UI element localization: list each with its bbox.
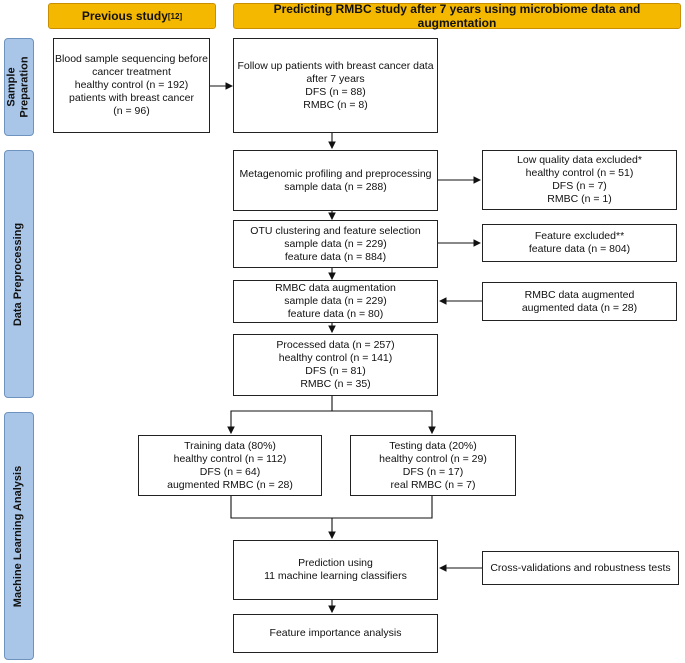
follow-up-line1: Follow up patients with breast cancer da… xyxy=(237,59,434,72)
testing-line1: Testing data (20%) xyxy=(389,439,477,452)
box-augmented: RMBC data augmented augmented data (n = … xyxy=(482,282,677,321)
header-current-study: Predicting RMBC study after 7 years usin… xyxy=(233,2,681,30)
box-feature-excluded: Feature excluded** feature data (n = 804… xyxy=(482,224,677,262)
augmented-line1: RMBC data augmented xyxy=(524,288,635,301)
follow-up-line3: DFS (n = 88) xyxy=(305,85,366,98)
processed-line2: healthy control (n = 141) xyxy=(278,352,393,364)
feature-importance-line1: Feature importance analysis xyxy=(269,627,402,639)
blood-sample-line5: (n = 96) xyxy=(113,105,150,117)
metagenomic-line1: Metagenomic profiling and preprocessing xyxy=(239,167,432,180)
stage-sample-preparation: Sample Preparation xyxy=(4,38,34,136)
blood-sample-line4: patients with breast cancer xyxy=(69,92,194,104)
box-follow-up: Follow up patients with breast cancer da… xyxy=(233,38,438,133)
prediction-line2: 11 machine learning classifiers xyxy=(264,570,407,582)
testing-line3: DFS (n = 17) xyxy=(402,465,464,478)
box-feature-importance: Feature importance analysis xyxy=(233,614,438,653)
box-cross-validation: Cross-validations and robustness tests xyxy=(482,551,679,585)
box-prediction: Prediction using 11 machine learning cla… xyxy=(233,540,438,600)
metagenomic-line2: sample data (n = 288) xyxy=(284,180,387,193)
header-previous-study-label: Previous study xyxy=(81,9,168,23)
connector-merge xyxy=(230,496,433,519)
feature-excluded-line2: feature data (n = 804) xyxy=(528,243,631,255)
training-line3: DFS (n = 64) xyxy=(199,465,261,478)
low-quality-line1: Low quality data excluded* xyxy=(517,154,642,166)
augmentation-line3: feature data (n = 80) xyxy=(287,308,384,320)
processed-line3: DFS (n = 81) xyxy=(305,365,366,377)
testing-line4: real RMBC (n = 7) xyxy=(390,478,476,491)
training-line4: augmented RMBC (n = 28) xyxy=(167,478,293,491)
prediction-line1: Prediction using xyxy=(298,557,373,569)
augmented-line2: augmented data (n = 28) xyxy=(521,301,638,314)
otu-line1: OTU clustering and feature selection xyxy=(250,224,421,237)
header-previous-study-ref: [12] xyxy=(167,11,183,21)
otu-line2: sample data (n = 229) xyxy=(284,237,387,250)
low-quality-line3: DFS (n = 7) xyxy=(552,180,607,192)
augmentation-line2: sample data (n = 229) xyxy=(284,295,387,307)
training-line1: Training data (80%) xyxy=(184,439,276,452)
follow-up-line2: after 7 years xyxy=(306,72,365,85)
stage-machine-learning: Machine Learning Analysis xyxy=(4,412,34,660)
header-previous-study: Previous study[12] xyxy=(48,3,216,29)
header-current-study-label: Predicting RMBC study after 7 years usin… xyxy=(273,2,641,30)
box-testing: Testing data (20%) healthy control (n = … xyxy=(350,435,516,496)
augmentation-line1: RMBC data augmentation xyxy=(275,282,396,294)
training-line2: healthy control (n = 112) xyxy=(173,452,287,465)
stage-data-preprocessing: Data Preprocessing xyxy=(4,150,34,398)
box-augmentation: RMBC data augmentation sample data (n = … xyxy=(233,280,438,323)
low-quality-line2: healthy control (n = 51) xyxy=(525,167,634,179)
otu-line3: feature data (n = 884) xyxy=(284,250,387,263)
cross-validation-line1: Cross-validations and robustness tests xyxy=(490,561,671,574)
feature-excluded-line1: Feature excluded** xyxy=(534,230,625,242)
blood-sample-line2: cancer treatment xyxy=(92,66,171,78)
follow-up-line4: RMBC (n = 8) xyxy=(303,98,368,111)
box-low-quality: Low quality data excluded* healthy contr… xyxy=(482,150,677,210)
box-training: Training data (80%) healthy control (n =… xyxy=(138,435,322,496)
box-metagenomic: Metagenomic profiling and preprocessing … xyxy=(233,150,438,211)
low-quality-line4: RMBC (n = 1) xyxy=(547,193,612,205)
processed-line4: RMBC (n = 35) xyxy=(300,378,371,390)
testing-line2: healthy control (n = 29) xyxy=(379,452,487,465)
box-otu: OTU clustering and feature selection sam… xyxy=(233,220,438,268)
box-blood-sample: Blood sample sequencing before cancer tr… xyxy=(53,38,210,133)
connector-processed-split-right xyxy=(332,410,436,435)
processed-line1: Processed data (n = 257) xyxy=(276,339,395,351)
blood-sample-line1: Blood sample sequencing before xyxy=(55,53,208,65)
connector-processed-split xyxy=(227,396,333,435)
blood-sample-line3: healthy control (n = 192) xyxy=(74,79,189,91)
box-processed: Processed data (n = 257) healthy control… xyxy=(233,334,438,396)
